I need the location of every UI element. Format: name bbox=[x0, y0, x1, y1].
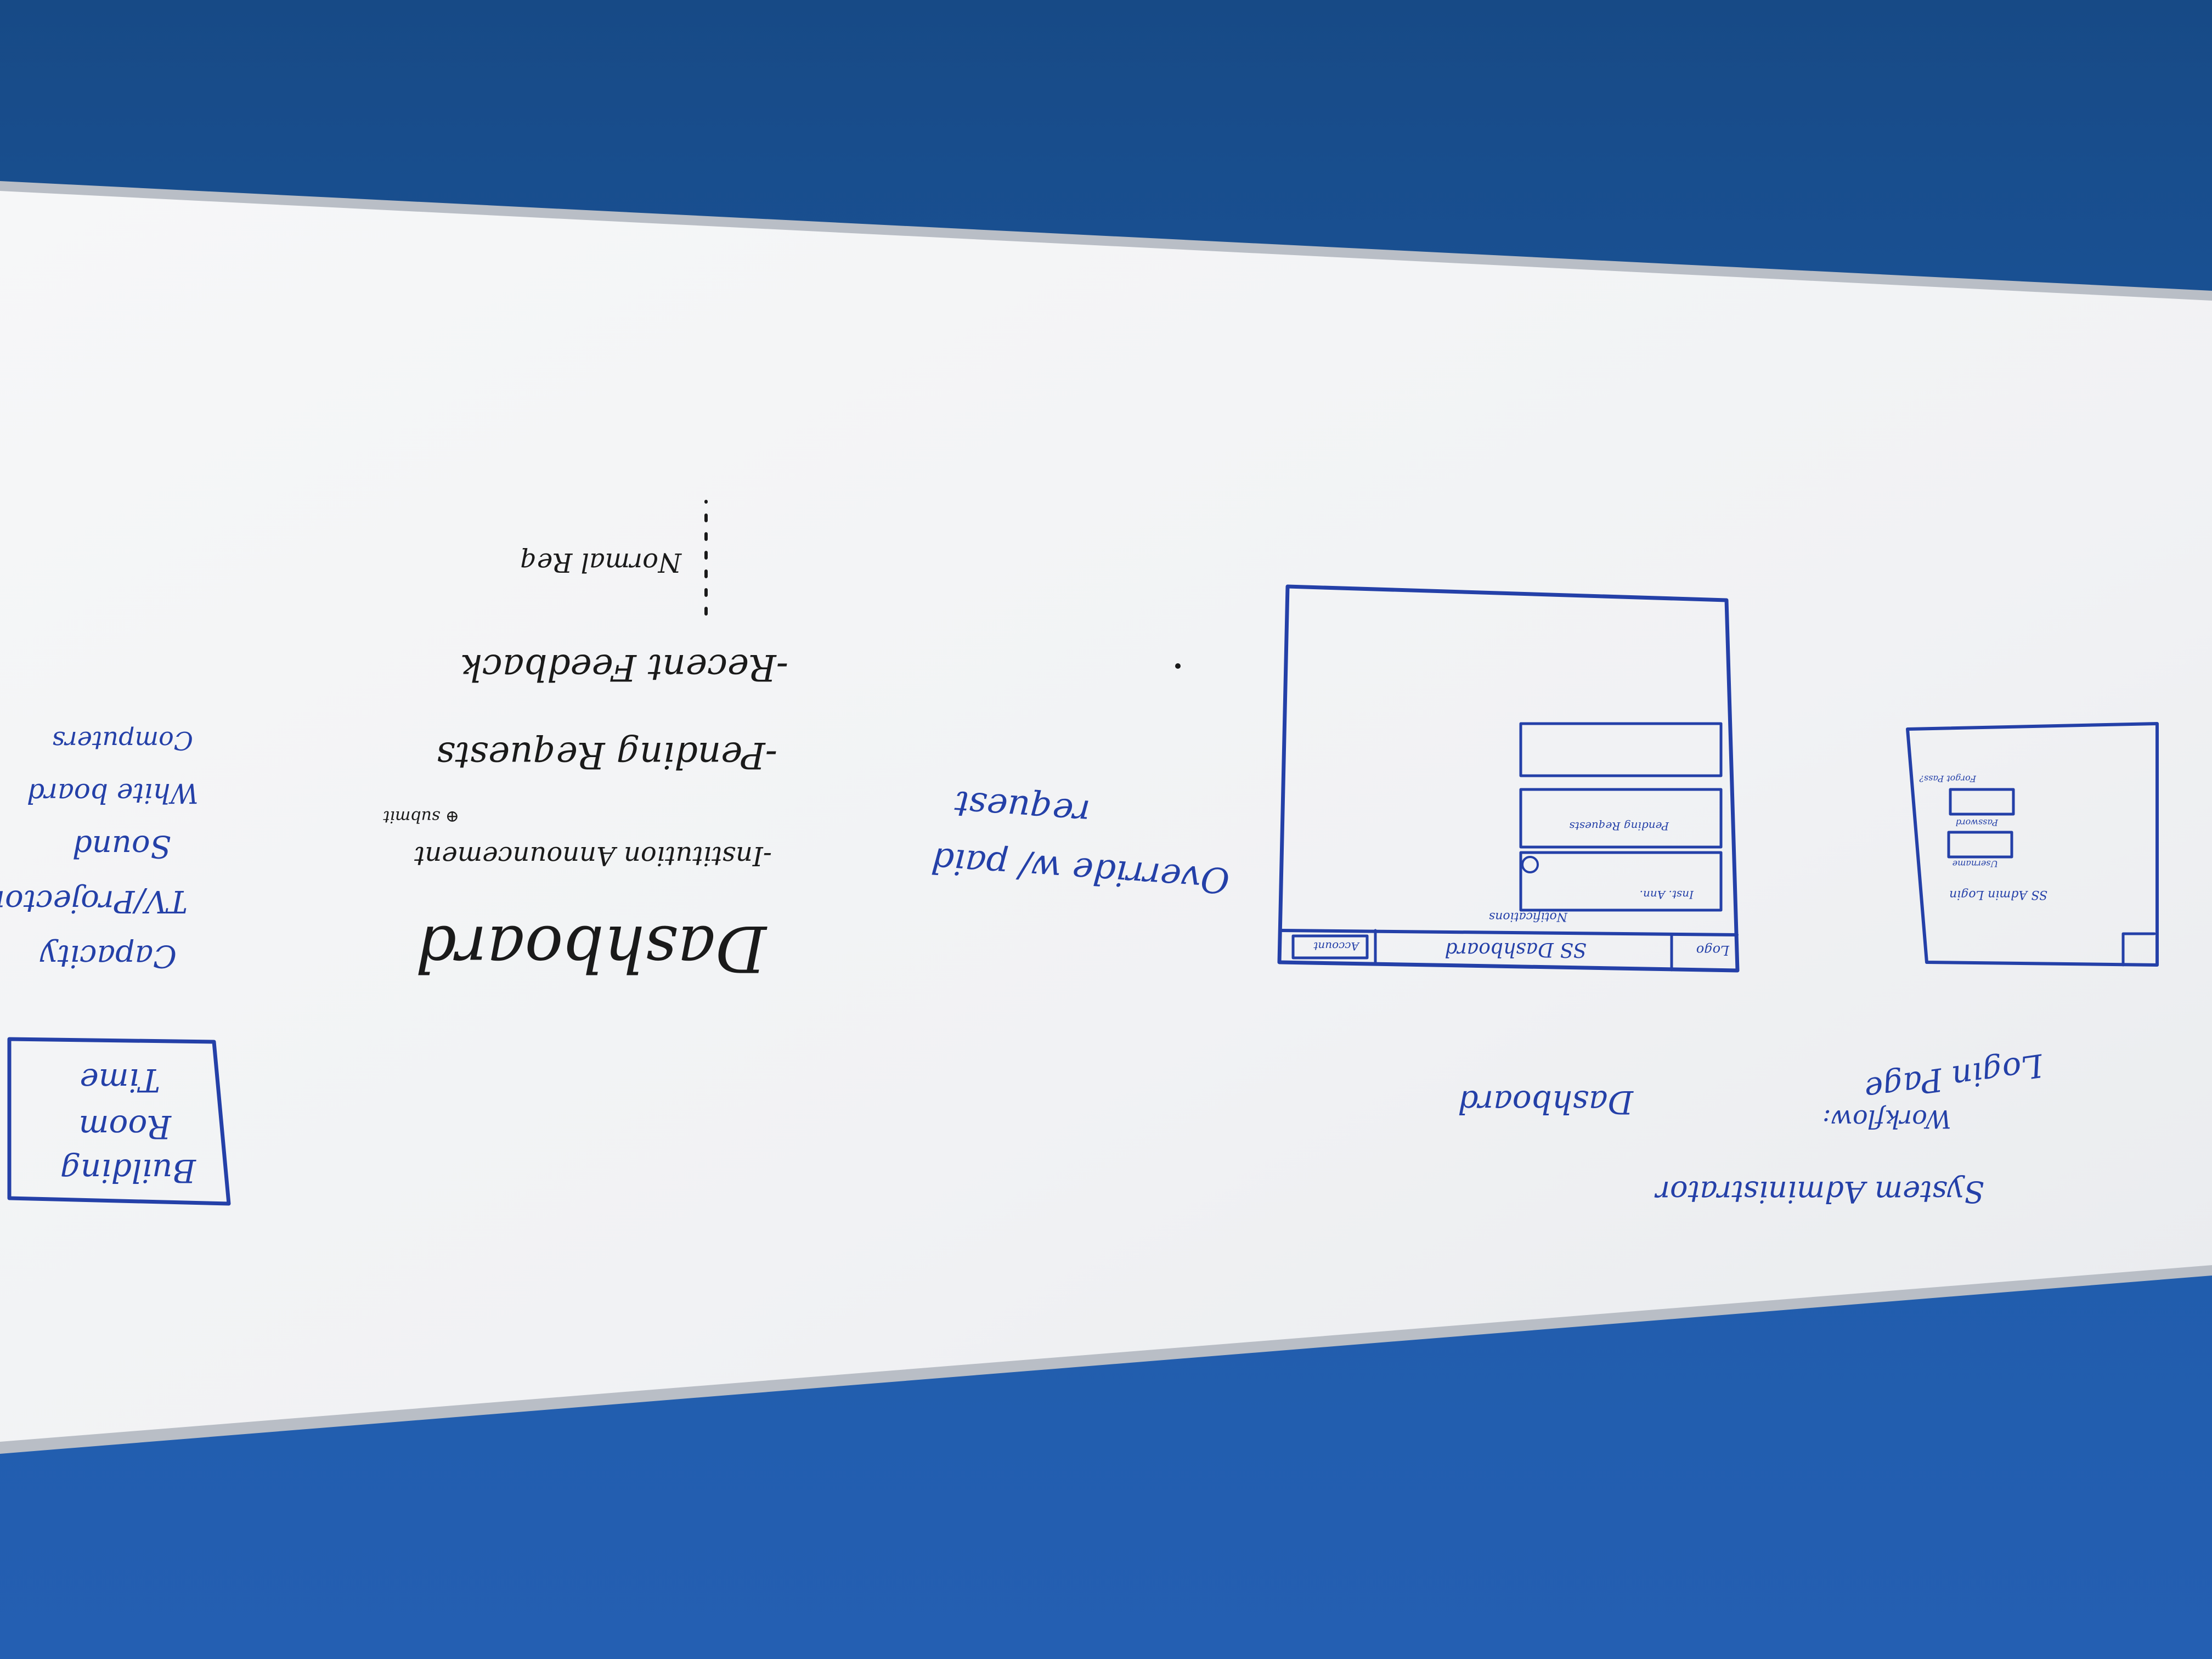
room-list: Capacity TV/Projector Sound White board … bbox=[0, 726, 199, 974]
dashboard-title: SS Dashboard bbox=[1444, 938, 1587, 961]
username-label: Username bbox=[1953, 859, 1998, 869]
notes-submit: ⊕ submit bbox=[382, 807, 459, 826]
workflow-title: System Administrator bbox=[1654, 1175, 1984, 1209]
box-room: Room bbox=[78, 1108, 172, 1146]
notes-heading: Dashboard bbox=[416, 911, 768, 985]
notes-item-feedback: -Recent Feedback bbox=[460, 646, 788, 689]
notifications-label: Notifications bbox=[1489, 910, 1568, 923]
notes-item-announcement: -Institution Announcement bbox=[414, 840, 772, 871]
notes-item-pending: -Pending Requests bbox=[437, 734, 777, 776]
account-label: Account bbox=[1313, 940, 1360, 953]
building-box: Building Room Time bbox=[7, 1037, 231, 1206]
panel-inst-ann-label: Inst. Ann. bbox=[1640, 888, 1694, 901]
list-capacity: Capacity bbox=[40, 938, 177, 974]
password-label: Password bbox=[1956, 817, 1999, 828]
board-content: System Administrator Workflow: SS Admin … bbox=[0, 500, 2159, 1209]
workflow-note: System Administrator Workflow: bbox=[1654, 1104, 1984, 1209]
workflow-subtitle: Workflow: bbox=[1822, 1104, 1951, 1134]
dashboard-caption: Dashboard bbox=[1458, 1084, 1634, 1121]
override-line-2: request bbox=[953, 783, 1091, 833]
list-sound: Sound bbox=[72, 828, 171, 864]
box-building: Building bbox=[60, 1152, 196, 1189]
logo-label: Logo bbox=[1696, 943, 1730, 958]
forgot-password-label: Forgot Pass? bbox=[1919, 774, 1977, 784]
marker-dot bbox=[1175, 663, 1181, 669]
list-computers: Computers bbox=[52, 726, 193, 755]
dashboard-wireframe: Logo SS Dashboard Account Notifications … bbox=[1277, 584, 1740, 1121]
list-whiteboard: White board bbox=[27, 777, 199, 809]
list-tv-projector: TV/Projector bbox=[0, 883, 188, 919]
panel-pending-label: Pending Requests bbox=[1570, 820, 1670, 833]
box-time: Time bbox=[80, 1062, 160, 1099]
dashboard-notes: Dashboard -Institution Announcement ⊕ su… bbox=[382, 500, 1181, 985]
notes-dotted-note: Normal Req bbox=[520, 547, 682, 578]
whiteboard-surface bbox=[0, 191, 2212, 1442]
login-title: SS Admin Login bbox=[1949, 888, 2047, 901]
